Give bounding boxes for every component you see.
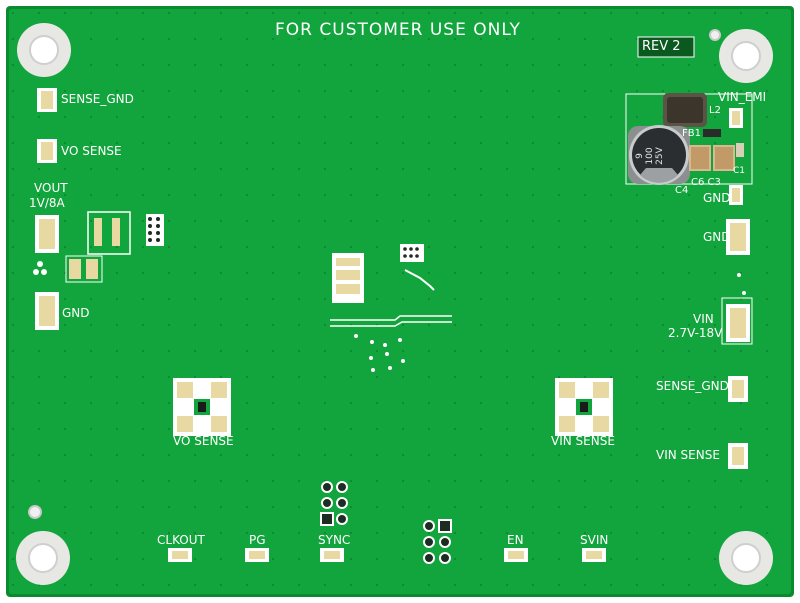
vo-sense-left-label: VO SENSE xyxy=(61,144,122,158)
revision-label: REV 2 xyxy=(642,39,681,54)
l2-label: L2 xyxy=(709,105,721,116)
mounting-hole-top-right xyxy=(719,29,773,83)
en-label: EN xyxy=(507,533,524,547)
vin-range-label: 2.7V-18V xyxy=(668,326,723,340)
sense-gnd-right-label: SENSE_GND xyxy=(656,379,729,393)
c4-label: C4 xyxy=(675,185,689,196)
fb1-label: FB1 xyxy=(682,128,701,139)
en-header xyxy=(423,519,452,564)
vin-emi-label: VIN_EMI xyxy=(718,90,767,104)
c1-label: C1 xyxy=(733,166,746,176)
capacitor-marking-line1: 9 xyxy=(635,153,645,159)
sync-label: SYNC xyxy=(318,533,351,547)
capacitor-marking-line3: 25V xyxy=(655,147,665,165)
vin-label: VIN xyxy=(693,312,714,326)
sense-gnd-left-label: SENSE_GND xyxy=(61,92,134,106)
vout-rating-label: 1V/8A xyxy=(29,196,65,210)
pg-label: PG xyxy=(249,533,266,547)
capacitor-marking: 9 100 25V xyxy=(635,139,665,173)
clkout-label: CLKOUT xyxy=(157,533,205,547)
vo-sense-probe-pad xyxy=(173,378,231,436)
vin-sense-right-label: VIN SENSE xyxy=(656,448,720,462)
via-field xyxy=(9,9,791,594)
sync-header xyxy=(320,481,348,526)
svin-label: SVIN xyxy=(580,533,609,547)
gnd-left-label: GND xyxy=(62,306,90,320)
gnd-right-top-label: GND xyxy=(703,191,731,205)
vin-sense-probe-pad xyxy=(555,378,613,436)
board-title: FOR CUSTOMER USE ONLY xyxy=(275,20,521,40)
mounting-hole-bottom-left xyxy=(16,531,70,585)
mounting-hole-top-left xyxy=(17,23,71,77)
capacitor-marking-line2: 100 xyxy=(645,147,655,165)
electrolytic-capacitor xyxy=(628,125,690,185)
gnd-right-label: GND xyxy=(703,230,731,244)
mounting-hole-bottom-right xyxy=(719,531,773,585)
vin-sense-probe-label: VIN SENSE xyxy=(551,434,615,448)
vo-sense-probe-label: VO SENSE xyxy=(173,434,234,448)
c6-c3-label: C6 C3 xyxy=(691,177,721,188)
vout-label: VOUT xyxy=(34,181,68,195)
